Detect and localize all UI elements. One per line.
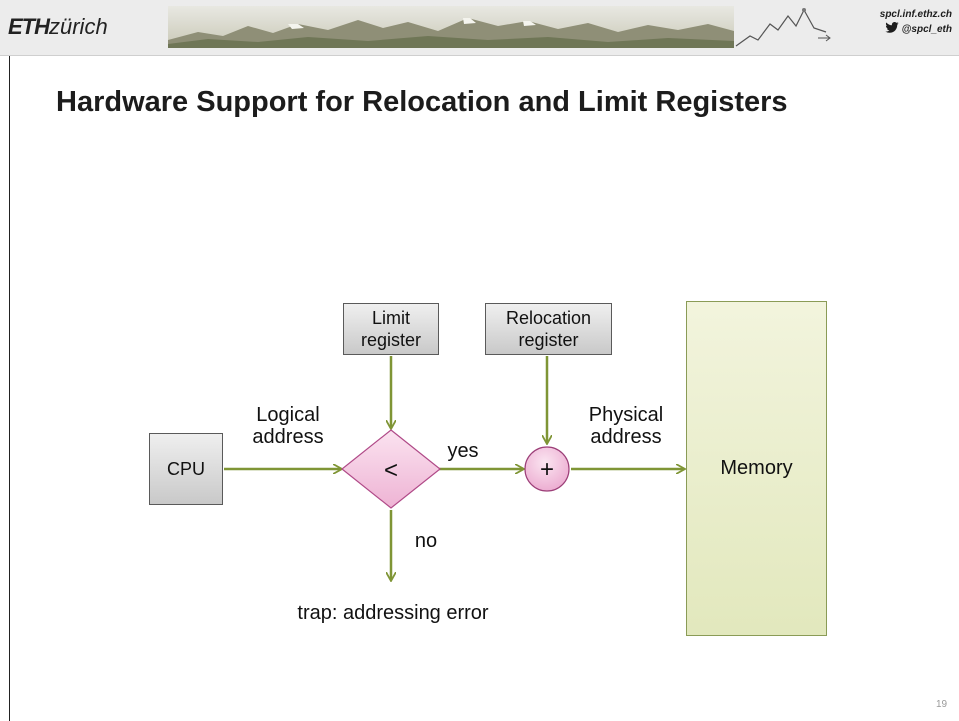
add-circle <box>524 446 570 492</box>
mountain-panorama-image <box>168 6 734 48</box>
twitter-bird-icon <box>885 22 899 33</box>
logical-address-label: Logical address <box>238 404 338 448</box>
relocation-register-box: Relocation register <box>485 303 612 355</box>
physical-address-line-1: Physical <box>588 404 664 426</box>
compare-diamond <box>341 429 441 509</box>
no-label: no <box>414 530 438 552</box>
cpu-box: CPU <box>149 433 223 505</box>
add-symbol: + <box>540 456 554 483</box>
logical-address-line-1: Logical <box>256 404 320 426</box>
physical-address-label: Physical address <box>570 404 682 448</box>
relocation-register-line-2: register <box>518 330 579 350</box>
twitter-handle-link[interactable]: @spcl_eth <box>840 22 952 36</box>
left-border-line <box>9 56 10 721</box>
trap-label: trap: addressing error <box>297 602 489 624</box>
spcl-website-link[interactable]: spcl.inf.ethz.ch <box>879 9 952 20</box>
logical-address-line-2: address <box>252 426 324 448</box>
slide-title: Hardware Support for Relocation and Limi… <box>56 86 788 118</box>
limit-register-line-2: register <box>360 330 422 350</box>
page-number: 19 <box>936 699 948 710</box>
relocation-register-line-1: Relocation <box>505 308 592 328</box>
cpu-label: CPU <box>166 459 205 479</box>
spcl-mountain-logo <box>735 8 831 47</box>
memory-block: Memory <box>686 301 827 636</box>
physical-address-line-2: address <box>590 426 662 448</box>
limit-register-box: Limit register <box>343 303 439 355</box>
compare-symbol: < <box>384 457 398 484</box>
twitter-handle-text: @spcl_eth <box>901 24 952 35</box>
memory-label: Memory <box>720 457 793 479</box>
slide-header: ETHzürich spcl.inf.ethz.ch @spcl_eth <box>0 0 959 56</box>
yes-label: yes <box>447 440 479 462</box>
limit-register-line-1: Limit <box>371 308 410 328</box>
eth-zurich-logo: ETHzürich <box>8 14 108 39</box>
